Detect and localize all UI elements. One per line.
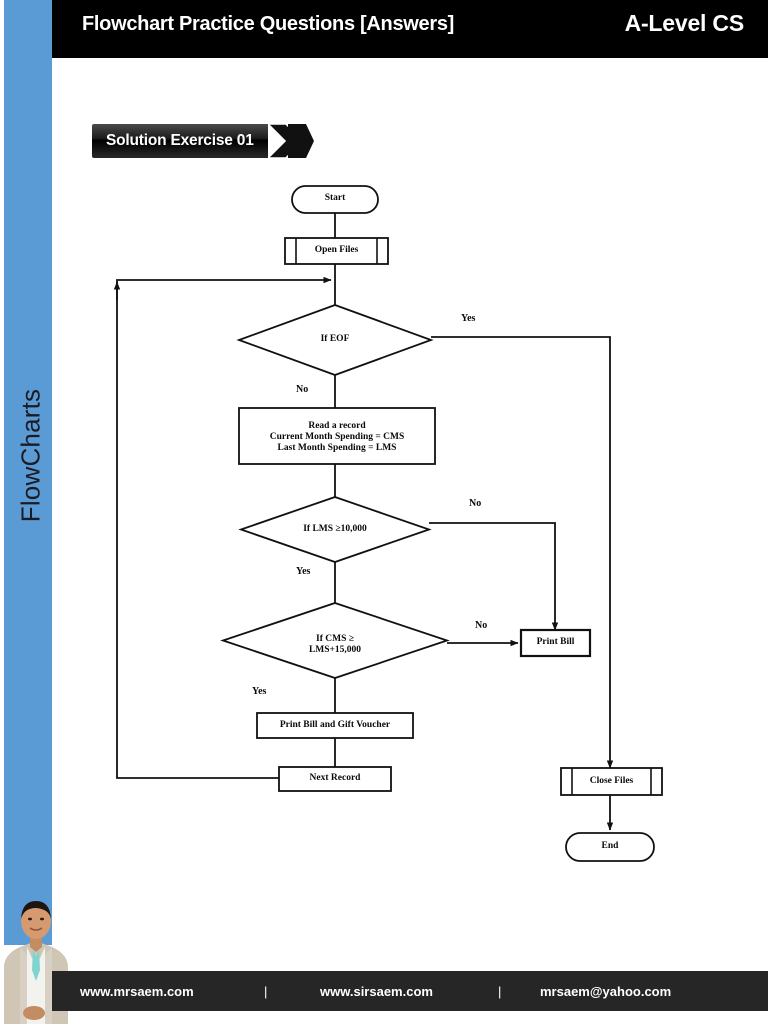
node-bill-voucher-shape bbox=[256, 712, 414, 739]
footer-separator-1: | bbox=[264, 983, 268, 999]
node-end-shape bbox=[565, 832, 655, 862]
node-read-shape bbox=[238, 407, 436, 465]
solution-banner-body: Solution Exercise 01 bbox=[92, 124, 268, 158]
presenter-photo bbox=[0, 895, 72, 1024]
edge-label-eof-yes: Yes bbox=[461, 313, 476, 324]
edge-label-lms-no: No bbox=[469, 498, 482, 509]
solution-banner-label: Solution Exercise 01 bbox=[106, 132, 254, 149]
footer-site-1[interactable]: www.mrsaem.com bbox=[80, 983, 194, 999]
node-next-record-shape bbox=[278, 766, 392, 792]
header-bar: Flowchart Practice Questions [Answers] A… bbox=[52, 0, 768, 58]
footer-separator-2: | bbox=[498, 983, 502, 999]
node-close-files-shape bbox=[560, 767, 663, 796]
node-open-files-shape bbox=[284, 237, 389, 265]
edge-label-lms-yes: Yes bbox=[296, 566, 311, 577]
node-lms-shape bbox=[238, 496, 432, 563]
node-print-bill-shape bbox=[519, 628, 592, 658]
node-start-shape bbox=[291, 185, 379, 214]
footer-email[interactable]: mrsaem@yahoo.com bbox=[540, 983, 672, 999]
edge-label-cms-yes: Yes bbox=[252, 686, 267, 697]
node-eof-shape bbox=[236, 304, 434, 376]
edge-label-cms-no: No bbox=[475, 620, 488, 631]
footer-bar: www.mrsaem.com | www.sirsaem.com | mrsae… bbox=[52, 971, 768, 1011]
node-cms-shape bbox=[220, 602, 450, 679]
sidebar-rail: FlowCharts bbox=[4, 0, 52, 950]
solution-banner: Solution Exercise 01 bbox=[92, 124, 314, 158]
page-title: Flowchart Practice Questions [Answers] bbox=[82, 13, 455, 35]
subject-label: A-Level CS bbox=[624, 10, 745, 36]
footer-site-2[interactable]: www.sirsaem.com bbox=[320, 983, 433, 999]
edge-label-eof-no: No bbox=[296, 384, 309, 395]
chevron-right-icon bbox=[267, 124, 314, 158]
